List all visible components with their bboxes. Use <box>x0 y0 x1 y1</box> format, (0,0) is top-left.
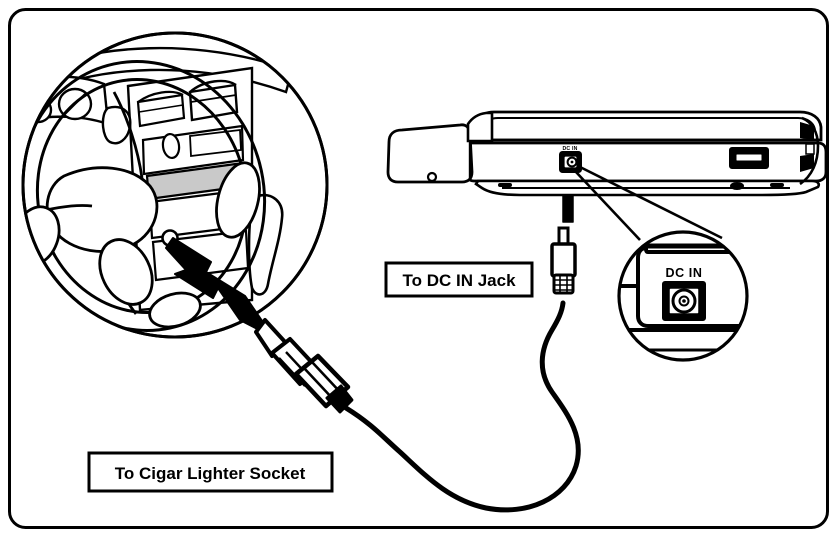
device-usb-port <box>729 147 769 169</box>
usb-port-slot <box>735 153 763 162</box>
wheel-hub <box>45 166 159 253</box>
head-unit-knob <box>161 132 181 160</box>
mag-dc-in-text: DC IN <box>665 266 702 280</box>
dashboard-scene <box>21 31 329 339</box>
device-dc-in-jack: DC IN <box>559 146 582 173</box>
arrow-to-socket <box>165 237 274 338</box>
device-base <box>464 141 828 183</box>
vent-left-top <box>137 90 184 103</box>
wheel-grip-lower <box>98 238 154 306</box>
vent-left <box>136 93 186 128</box>
device-dc-in-text: DC IN <box>562 146 577 152</box>
plug-strain-relief <box>325 384 354 414</box>
wheel-spoke-upper <box>112 91 144 179</box>
dash-upper-panel <box>24 46 294 98</box>
magnifier-inset: DC IN <box>617 230 749 362</box>
scene-circle-edge <box>21 31 329 339</box>
arrow-up-left-icon <box>165 237 274 338</box>
dc-in-jack-label-text: To DC IN Jack <box>402 271 516 290</box>
cigar-lighter-label-text: To Cigar Lighter Socket <box>115 464 306 483</box>
vent-fill-upper <box>800 122 814 140</box>
vent-fill-lower <box>800 154 814 172</box>
column-stalk <box>101 105 132 145</box>
vent-left-slat <box>138 104 184 113</box>
dc-in-jack-pin <box>570 160 574 164</box>
plug-collar-rib-2 <box>311 361 342 394</box>
device-lid <box>472 110 823 142</box>
dashboard-interior <box>24 34 301 332</box>
device-foot-mark-left <box>498 183 512 187</box>
dc-plug <box>550 226 577 295</box>
leader-line-upper <box>579 165 723 240</box>
dc-in-jack-label-box <box>384 261 534 298</box>
vent-right-top <box>189 79 237 93</box>
device-side-view: DC IN <box>386 110 828 197</box>
cigar-lighter-label-box <box>87 451 334 493</box>
device-screw-mark <box>730 182 744 190</box>
device-foot-mark-right <box>770 183 784 187</box>
vent-outline <box>799 116 820 186</box>
leader-line-lower <box>575 171 641 241</box>
device-screen-panel <box>386 123 474 184</box>
mag-jack-pin <box>682 299 686 303</box>
cigar-lighter-label: To Cigar Lighter Socket <box>87 451 334 493</box>
wheel-grip-bottom <box>148 291 202 329</box>
power-cable <box>343 300 581 513</box>
device-hinge <box>466 111 494 143</box>
wheel-grip-right <box>215 161 261 239</box>
cigar-lighter-plug <box>254 318 354 414</box>
dc-plug-body <box>550 242 577 278</box>
magnifier-leader-lines <box>575 165 723 241</box>
magnifier-ring <box>617 230 749 362</box>
device-right-vent <box>799 116 820 186</box>
plug-collar-rib-1 <box>303 367 334 400</box>
dc-in-jack-label: To DC IN Jack <box>384 261 534 298</box>
vent-right <box>188 83 239 122</box>
vent-tab <box>805 143 815 155</box>
device-screen-latch <box>426 171 438 183</box>
